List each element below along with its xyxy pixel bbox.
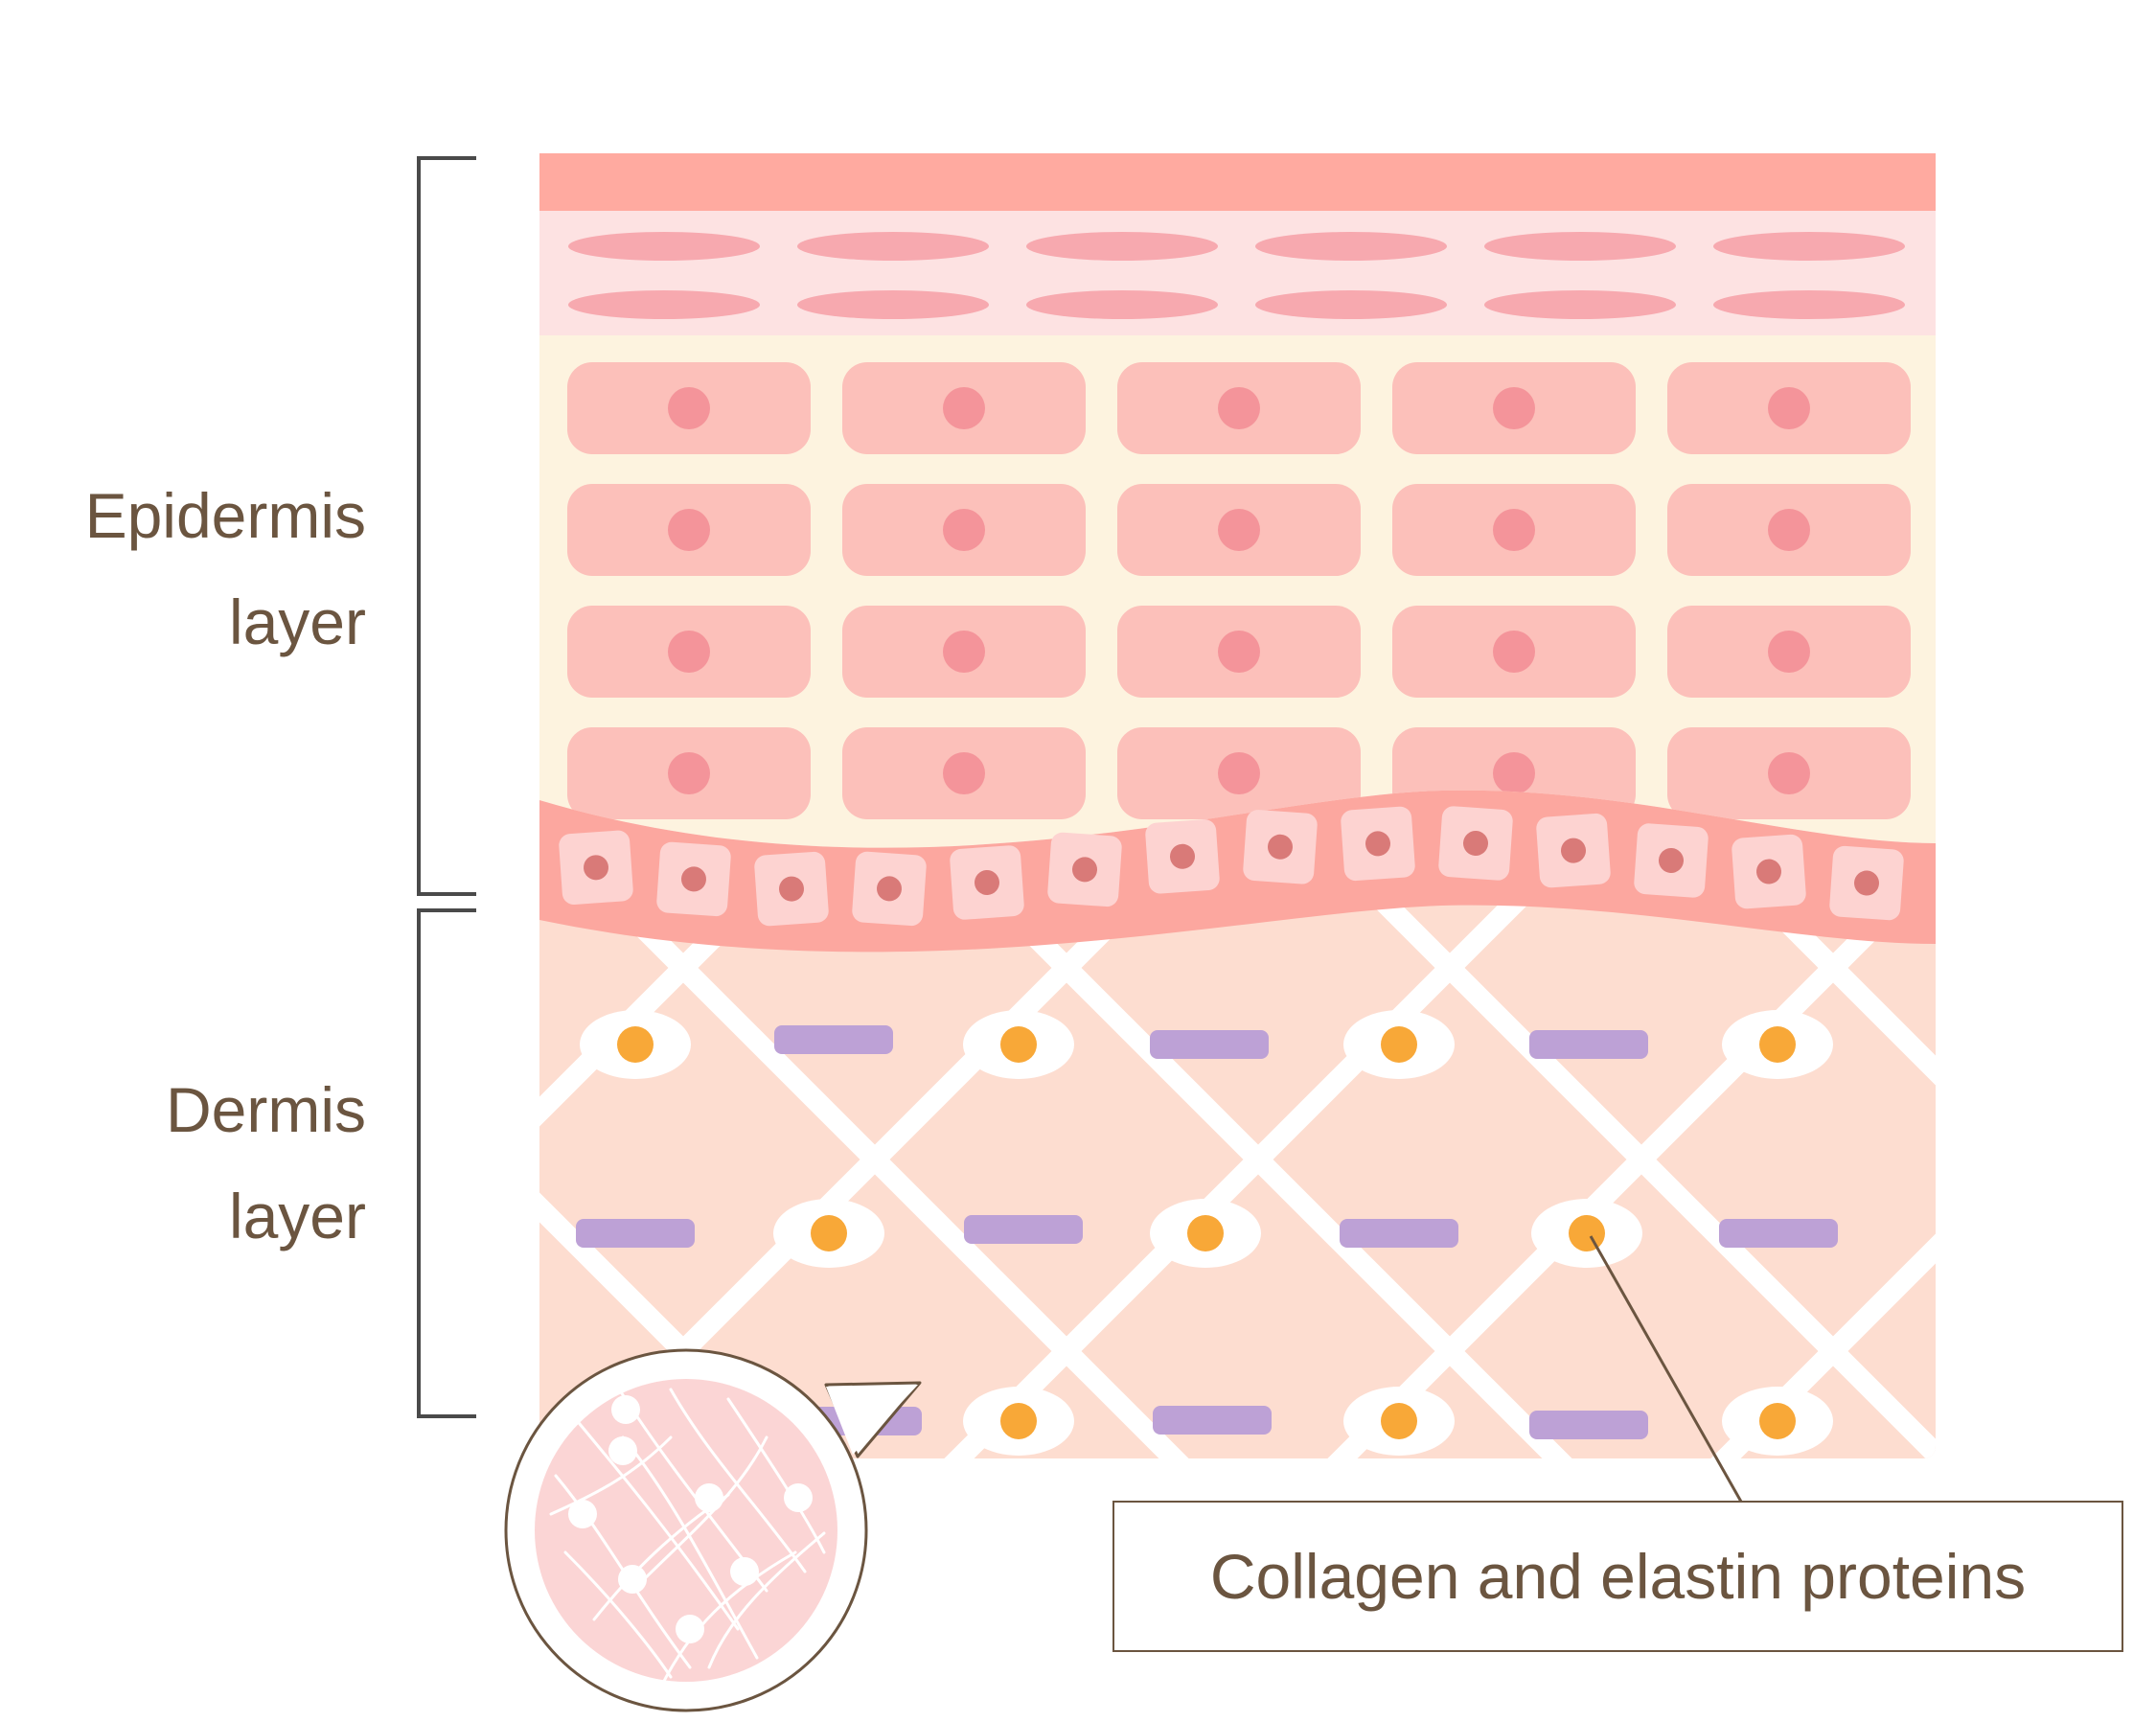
spinous-cells (567, 362, 1911, 819)
elastin-fiber (1529, 1030, 1648, 1059)
cell-nucleus (1493, 631, 1535, 673)
flat-cell (1255, 290, 1447, 319)
cell-nucleus (943, 387, 985, 429)
fibroblast-cell (580, 1010, 691, 1079)
elastin-fiber (964, 1215, 1083, 1244)
basal-cell (1341, 806, 1415, 882)
flattened-cells (568, 232, 1905, 319)
flat-cell (1026, 290, 1218, 319)
elastin-fiber (774, 1025, 893, 1054)
basal-cell (1438, 806, 1513, 881)
cell-nucleus (943, 509, 985, 551)
cell-nucleus (1493, 752, 1535, 794)
cell-nucleus (1768, 387, 1810, 429)
cell-nucleus (1218, 631, 1260, 673)
epidermis-label: Epidermis (84, 480, 366, 551)
cell-nucleus (943, 752, 985, 794)
cell-nucleus (668, 752, 710, 794)
epidermis-layer (539, 153, 1936, 953)
basal-cell (1047, 832, 1122, 907)
basal-cell (754, 851, 829, 927)
bracket-icon (417, 908, 476, 1418)
flat-cell (1255, 232, 1447, 261)
flat-cell (1713, 232, 1905, 261)
flat-cell (568, 232, 760, 261)
basal-cell (1536, 813, 1611, 888)
dermis-label-line2: layer (228, 1181, 366, 1251)
stratum-granulosum (539, 211, 1936, 335)
callout-leader-line (1589, 1235, 1743, 1503)
basal-cell (1634, 823, 1709, 898)
cell-nucleus (943, 631, 985, 673)
callout-box: Collagen and elastin proteins (1112, 1501, 2123, 1652)
basal-cell (559, 830, 633, 906)
basal-cell (1829, 845, 1904, 921)
dermis-label: Dermis (166, 1074, 366, 1145)
elastin-fiber (1719, 1219, 1838, 1248)
fibroblast-cell (1531, 1199, 1642, 1268)
flat-cell (1713, 290, 1905, 319)
fibroblast-cell (963, 1387, 1074, 1456)
cell-nucleus (1493, 387, 1535, 429)
cell-nucleus (1768, 509, 1810, 551)
cell-dot (568, 1500, 597, 1528)
elastin-fiber (1529, 1411, 1648, 1439)
flat-cell (568, 290, 760, 319)
elastin-fiber (1340, 1219, 1458, 1248)
magnifier-circle-icon (504, 1348, 922, 1712)
fibroblast-cell (773, 1199, 884, 1268)
cell-dot (695, 1483, 723, 1512)
fibroblast-cell (1722, 1010, 1833, 1079)
bracket-icon (417, 156, 476, 896)
basal-cells (559, 806, 1904, 927)
flat-cell (797, 290, 989, 319)
basal-cell (1243, 810, 1318, 884)
cell-nucleus (1218, 509, 1260, 551)
stratum-corneum (539, 153, 1936, 211)
fibroblast-cell (1343, 1010, 1455, 1079)
cell-nucleus (668, 631, 710, 673)
cell-dot (608, 1436, 637, 1465)
fibroblast-cell (963, 1010, 1074, 1079)
cell-nucleus (1493, 509, 1535, 551)
fibroblast-cell (1343, 1387, 1455, 1456)
fibroblast-cell (1150, 1199, 1261, 1268)
elastin-fiber (1150, 1030, 1269, 1059)
flat-cell (1484, 232, 1676, 261)
basal-cell (852, 851, 927, 927)
epidermis-label-line2: layer (228, 586, 366, 657)
cell-dot (784, 1483, 813, 1512)
cell-nucleus (668, 387, 710, 429)
cell-nucleus (1768, 752, 1810, 794)
cell-dot (730, 1557, 759, 1586)
cell-dot (611, 1395, 640, 1424)
cell-dot (618, 1565, 647, 1594)
cell-nucleus (668, 509, 710, 551)
elastin-fiber (576, 1219, 695, 1248)
flat-cell (1484, 290, 1676, 319)
basal-cell (950, 845, 1024, 920)
flat-cell (1026, 232, 1218, 261)
cell-nucleus (1768, 631, 1810, 673)
cell-nucleus (1218, 387, 1260, 429)
callout-label: Collagen and elastin proteins (1209, 1541, 2027, 1612)
cell-dot (676, 1615, 704, 1643)
elastin-fiber (1153, 1406, 1272, 1435)
basal-cell (1732, 834, 1806, 909)
fibroblast-cell (1722, 1387, 1833, 1456)
cell-nucleus (1218, 752, 1260, 794)
flat-cell (797, 232, 989, 261)
basal-cell (656, 841, 731, 917)
basal-cell (1145, 819, 1220, 894)
